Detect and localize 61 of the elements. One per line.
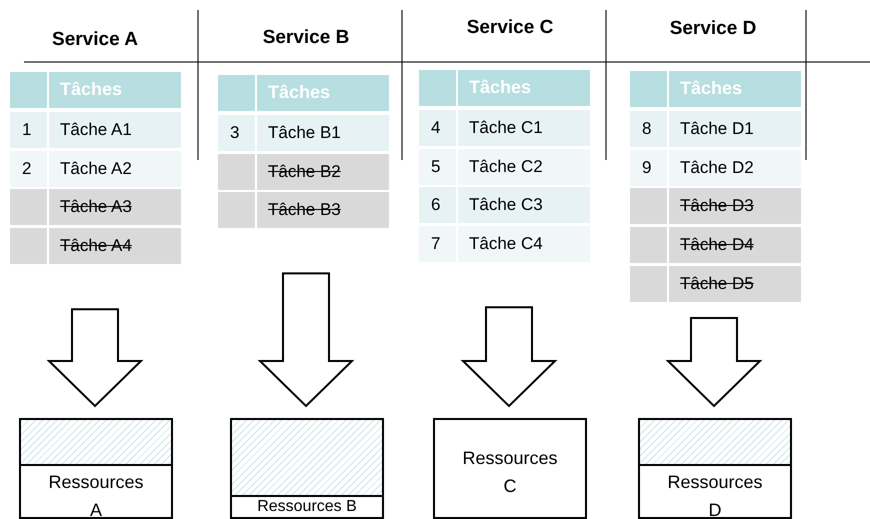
column-heading: Service A (51, 29, 139, 51)
column-heading: Service C (466, 17, 554, 39)
resource-label: Ressources C (461, 447, 559, 498)
task-name: Tâche C4 (469, 234, 543, 254)
task-table (419, 70, 590, 262)
task-number: 7 (431, 234, 440, 254)
block-arrow (258, 272, 354, 408)
resource-label: Ressources A (47, 471, 145, 519)
struck-task-row (218, 154, 389, 190)
struck-task-name: Tâche A3 (60, 197, 132, 218)
task-name: Tâche A2 (60, 158, 132, 179)
column-header: Tâches (680, 78, 742, 99)
struck-task-name: Tâche D3 (680, 196, 754, 216)
column-header: Tâches (469, 77, 532, 98)
struck-task-name: Tâche B3 (268, 200, 341, 220)
task-number: 5 (431, 156, 440, 177)
resource-box (19, 418, 173, 519)
column-header: Tâches (268, 82, 330, 103)
task-row (419, 110, 590, 146)
task-row (419, 187, 590, 224)
task-number: 3 (230, 122, 240, 143)
block-arrow (666, 317, 762, 408)
struck-task-row (630, 188, 801, 224)
task-name: Tâche C3 (469, 195, 543, 216)
struck-task-name: Tâche D4 (680, 235, 754, 256)
struck-task-row (630, 266, 801, 302)
task-name: Tâche A1 (60, 120, 132, 140)
resource-label: Ressources D (666, 471, 764, 519)
task-number: 1 (22, 120, 32, 140)
task-name: Tâche D1 (680, 118, 754, 139)
struck-task-row (218, 192, 389, 228)
task-table (10, 72, 181, 264)
column-header: Tâches (60, 79, 122, 100)
task-table (630, 71, 801, 302)
task-name: Tâche D2 (680, 158, 754, 178)
block-arrow (46, 308, 144, 408)
task-number: 8 (642, 118, 652, 139)
task-row (10, 112, 181, 148)
struck-task-name: Tâche D5 (680, 274, 754, 294)
task-name: Tâche C2 (469, 156, 543, 177)
task-number: 9 (642, 158, 652, 178)
resource-box (638, 418, 792, 519)
struck-task-row (630, 227, 801, 264)
task-number: 2 (22, 158, 32, 179)
struck-task-name: Tâche B2 (268, 162, 341, 182)
task-row (630, 110, 801, 147)
struck-task-row (10, 228, 181, 264)
column-heading: Service B (262, 27, 350, 49)
task-number: 4 (431, 118, 440, 138)
resource-label: Ressources B (256, 497, 358, 517)
task-row (218, 114, 389, 151)
task-table (218, 75, 389, 228)
task-name: Tâche B1 (268, 122, 341, 143)
struck-task-name: Tâche A4 (60, 236, 132, 256)
column-heading: Service D (668, 18, 758, 40)
block-arrow (460, 306, 558, 408)
task-name: Tâche C1 (469, 118, 543, 138)
resource-box (230, 418, 384, 519)
resource-box (433, 418, 587, 519)
struck-task-row (10, 189, 181, 226)
task-number: 6 (431, 195, 440, 216)
